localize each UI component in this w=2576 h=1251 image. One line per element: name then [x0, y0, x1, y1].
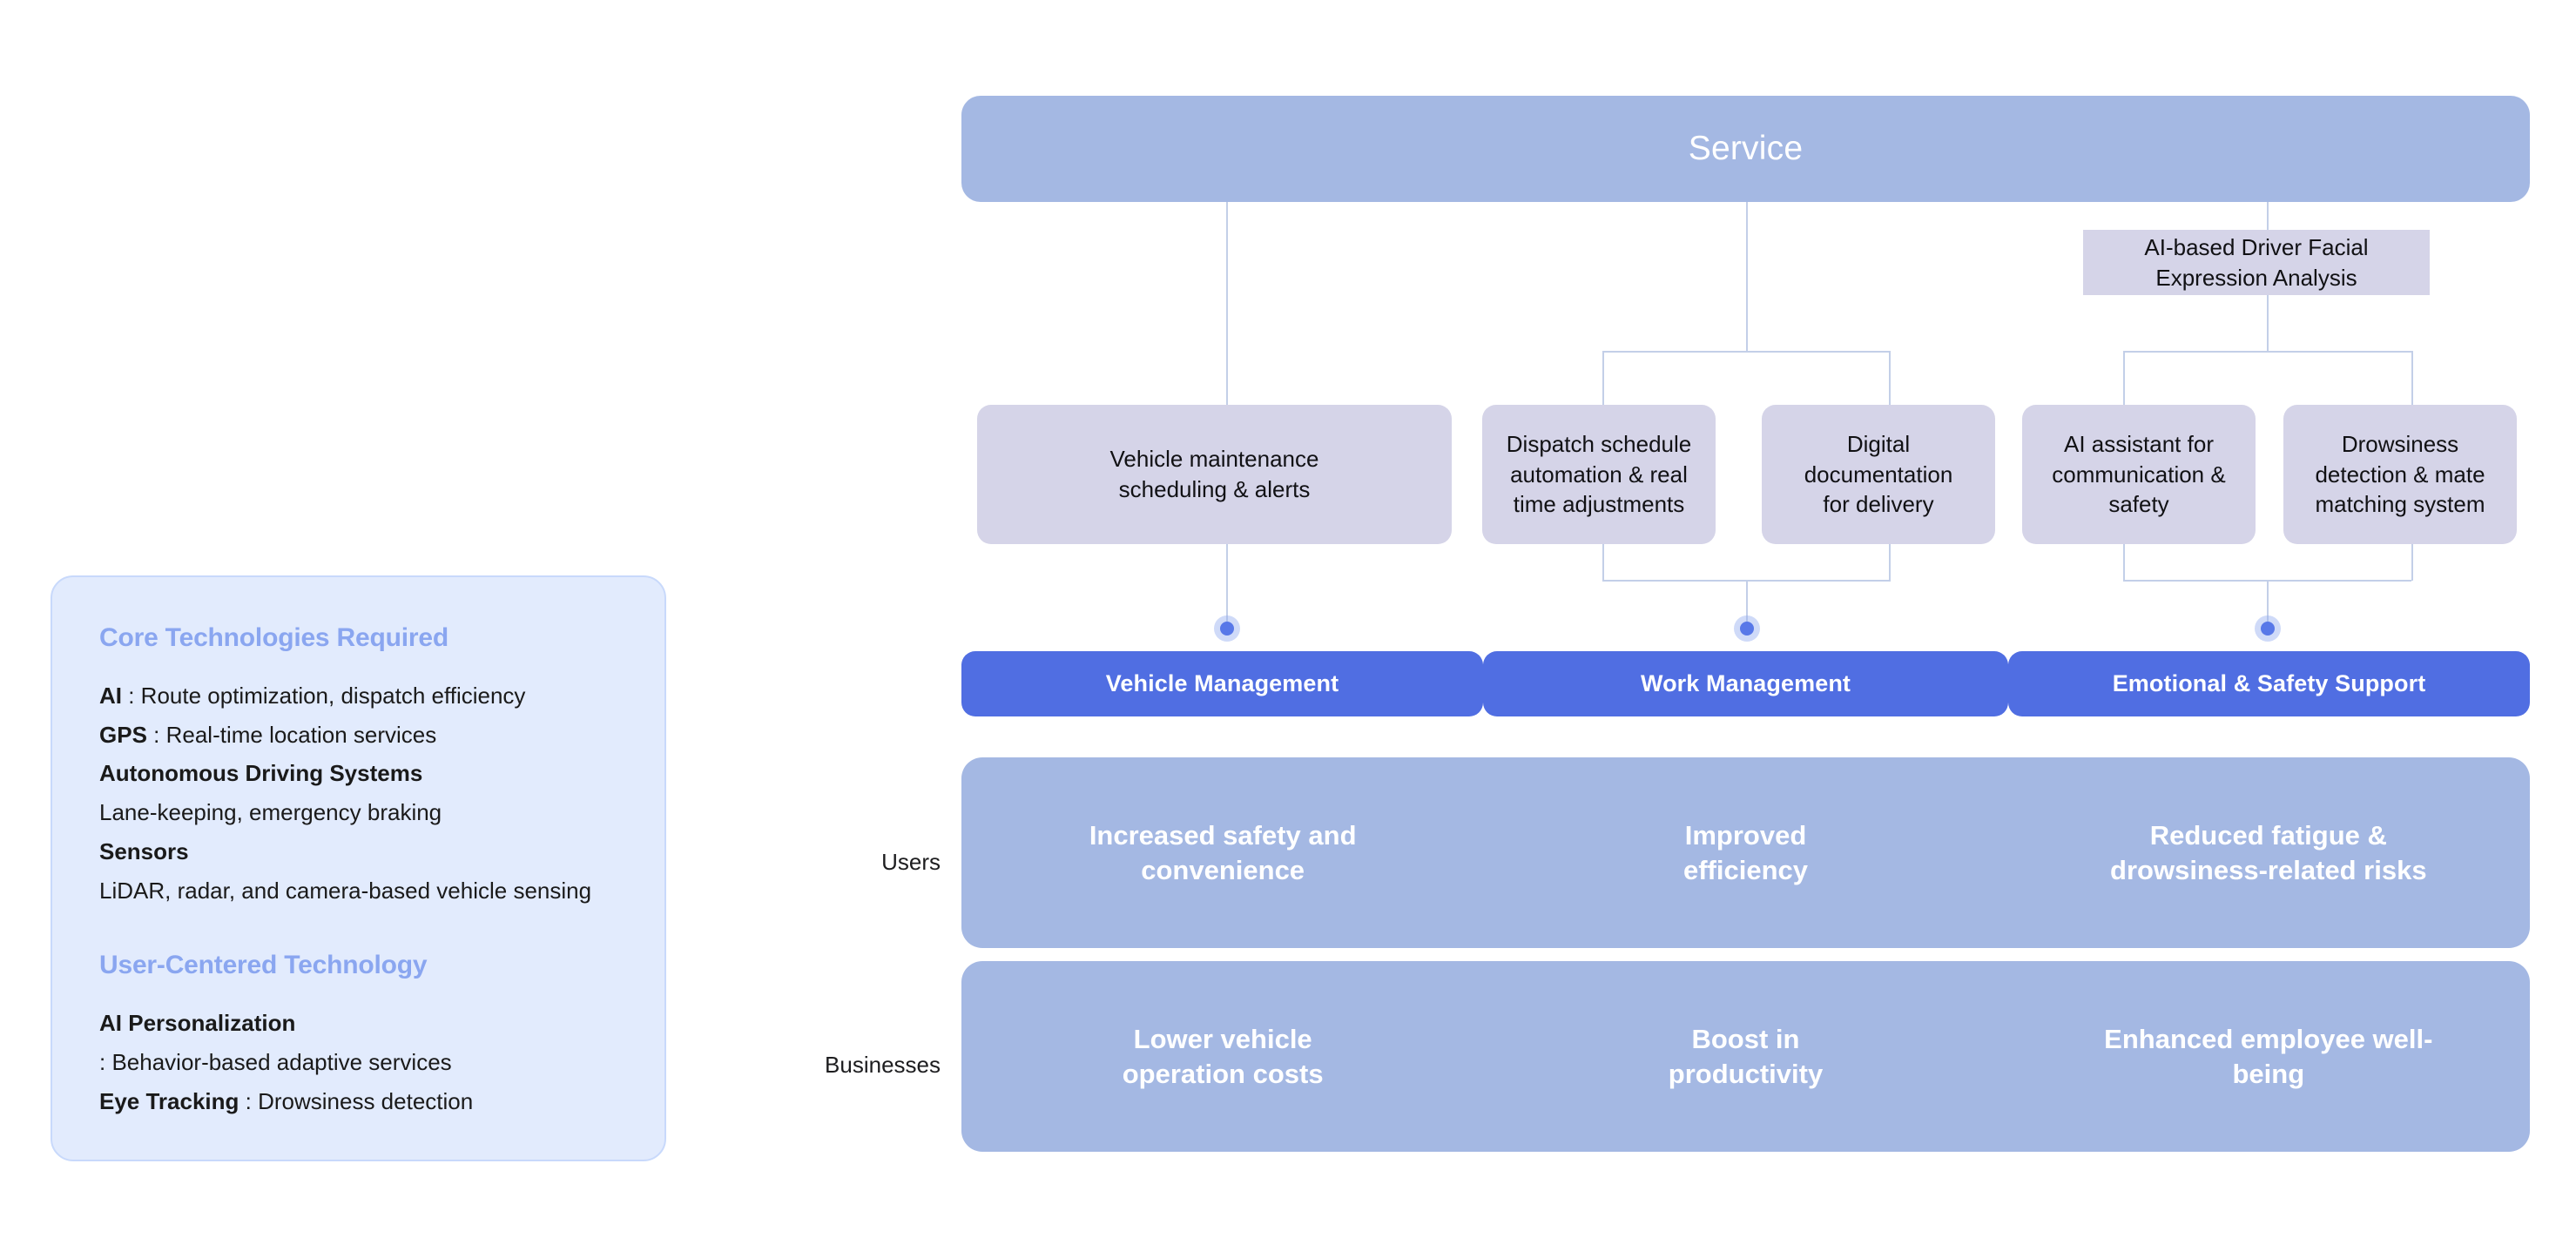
connector-dot-vehicle-management	[1220, 622, 1234, 636]
row-label-businesses: Businesses	[825, 1052, 941, 1078]
node-digital-documentation-line2: documentation	[1804, 461, 1953, 488]
connector-dot-emotional-safety-support	[2261, 622, 2275, 636]
node-digital-documentation: Digital documentation for delivery	[1762, 405, 1995, 544]
node-ai-assistant: AI assistant for communication & safety	[2022, 405, 2256, 544]
row-label-users: Users	[881, 849, 941, 875]
band-businesses-cell-2: Boost in productivity	[1484, 1022, 2006, 1091]
node-vehicle-maintenance-line2: scheduling & alerts	[1118, 476, 1311, 502]
tech-item-eye-tracking: Eye Tracking : Drowsiness detection	[99, 1082, 617, 1121]
connector-horizontal-branch3-top	[2123, 351, 2411, 353]
node-ai-assistant-line2: communication &	[2052, 461, 2226, 488]
pill-vehicle-management-label: Vehicle Management	[1105, 670, 1339, 696]
node-dispatch-automation-line1: Dispatch schedule	[1506, 431, 1692, 458]
band-businesses-cell-3: Enhanced employee well- being	[2007, 1022, 2530, 1091]
node-drowsiness-detection-line2: detection & mate	[2315, 461, 2485, 488]
tech-item-gps-value: Real-time location services	[165, 721, 437, 748]
tech-item-gps-key: GPS	[99, 721, 147, 748]
band-users-cell-3-line1: Reduced fatigue &	[2149, 819, 2387, 851]
band-users-cell-2-line2: efficiency	[1682, 854, 1808, 885]
node-drowsiness-detection-line3: matching system	[2315, 491, 2485, 518]
tech-item-ai-personalization-key: AI Personalization	[99, 1010, 296, 1037]
tech-item-sensors-value: LiDAR, radar, and camera-based vehicle s…	[99, 877, 592, 904]
pill-work-management-label: Work Management	[1640, 670, 1851, 696]
card-content: Core Technologies Required AI : Route op…	[52, 577, 664, 1120]
pill-emotional-safety-support[interactable]: Emotional & Safety Support	[2008, 651, 2530, 716]
node-dispatch-automation: Dispatch schedule automation & real time…	[1482, 405, 1716, 544]
band-users-cell-1-line2: convenience	[1141, 854, 1305, 885]
band-businesses-cell-2-line1: Boost in	[1691, 1023, 1800, 1054]
tech-item-eye-tracking-sep: :	[239, 1087, 259, 1114]
tech-item-ads-value: Lane-keeping, emergency braking	[99, 799, 442, 826]
node-drowsiness-detection-line1: Drowsiness	[2341, 431, 2459, 458]
band-businesses-cell-1-line2: operation costs	[1122, 1058, 1324, 1089]
node-dispatch-automation-line2: automation & real	[1510, 461, 1688, 488]
node-digital-documentation-line3: for delivery	[1823, 491, 1934, 518]
tech-item-ads-key: Autonomous Driving Systems	[99, 760, 423, 787]
band-businesses-cell-3-line1: Enhanced employee well-	[2104, 1023, 2433, 1054]
band-users-cell-3-line2: drowsiness-related risks	[2110, 854, 2427, 885]
band-businesses: Lower vehicle operation costs Boost in p…	[961, 961, 2530, 1152]
pill-work-management[interactable]: Work Management	[1483, 651, 2008, 716]
node-dispatch-automation-line3: time adjustments	[1513, 491, 1685, 518]
core-technologies-card: Core Technologies Required AI : Route op…	[51, 575, 666, 1161]
band-businesses-cell-2-line2: productivity	[1668, 1058, 1824, 1089]
band-businesses-cell-3-line2: being	[2232, 1058, 2305, 1089]
band-users-cell-3: Reduced fatigue & drowsiness-related ris…	[2007, 818, 2530, 887]
connector-horizontal-branch2-top	[1602, 351, 1891, 353]
tech-item-ai: AI : Route optimization, dispatch effici…	[99, 676, 617, 716]
band-users-cell-2: Improved efficiency	[1484, 818, 2006, 887]
band-users-cell-2-line1: Improved	[1684, 819, 1807, 851]
tech-item-ai-sep: :	[122, 683, 141, 709]
tech-item-sensors: Sensors	[99, 832, 617, 871]
card-heading-user-centered-technology: User-Centered Technology	[99, 951, 428, 980]
node-ai-assistant-line3: safety	[2108, 491, 2169, 518]
service-banner-label: Service	[1688, 130, 1804, 167]
band-users: Increased safety and convenience Improve…	[961, 757, 2530, 948]
band-businesses-cell-1-line1: Lower vehicle	[1133, 1023, 1312, 1054]
tech-item-ads: Autonomous Driving Systems	[99, 754, 617, 793]
node-ai-facial-expression-analysis: AI-based Driver Facial Expression Analys…	[2083, 230, 2430, 295]
pill-emotional-safety-support-label: Emotional & Safety Support	[2112, 670, 2426, 696]
band-users-cell-1-line1: Increased safety and	[1089, 819, 1357, 851]
band-businesses-cell-1: Lower vehicle operation costs	[961, 1022, 1484, 1091]
node-vehicle-maintenance: Vehicle maintenance scheduling & alerts	[977, 405, 1452, 544]
tech-item-eye-tracking-value: Drowsiness detection	[258, 1087, 474, 1114]
connector-vertical-branch2-top	[1746, 202, 1748, 352]
node-ai-facial-expression-analysis-line1: AI-based Driver Facial	[2144, 233, 2369, 260]
tech-item-ai-key: AI	[99, 683, 122, 709]
pill-vehicle-management[interactable]: Vehicle Management	[961, 651, 1483, 716]
node-vehicle-maintenance-line1: Vehicle maintenance	[1109, 446, 1319, 473]
band-users-cell-1: Increased safety and convenience	[961, 818, 1484, 887]
tech-item-eye-tracking-key: Eye Tracking	[99, 1087, 239, 1114]
node-digital-documentation-line1: Digital	[1846, 431, 1911, 458]
tech-item-ai-personalization: AI Personalization	[99, 1004, 617, 1043]
tech-item-gps: GPS : Real-time location services	[99, 716, 617, 755]
tech-item-ai-value: Route optimization, dispatch efficiency	[140, 683, 526, 709]
service-banner: Service	[961, 96, 2530, 202]
card-heading-core-technologies: Core Technologies Required	[99, 623, 448, 652]
tech-item-gps-sep: :	[146, 721, 166, 748]
tech-item-ai-personalization-value: : Behavior-based adaptive services	[99, 1049, 452, 1076]
connector-dot-work-management	[1740, 622, 1754, 636]
connector-vertical-branch3-merge	[2267, 580, 2269, 630]
node-ai-facial-expression-analysis-line2: Expression Analysis	[2155, 264, 2357, 291]
node-drowsiness-detection: Drowsiness detection & mate matching sys…	[2283, 405, 2517, 544]
node-ai-assistant-line1: AI assistant for	[2064, 431, 2214, 458]
tech-item-sensors-key: Sensors	[99, 837, 189, 864]
connector-vertical-branch2-merge	[1746, 580, 1748, 630]
